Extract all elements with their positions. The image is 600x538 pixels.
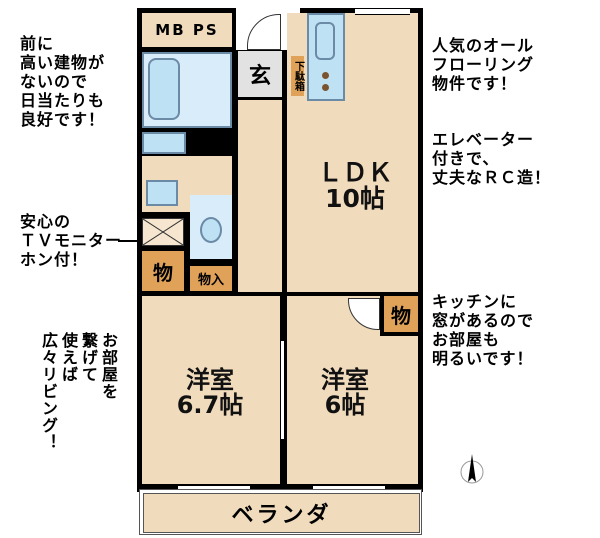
stove-burner-icon xyxy=(322,84,329,91)
toilet-icon xyxy=(200,217,222,243)
veranda: ベランダ xyxy=(139,489,422,535)
kitchen-window xyxy=(355,8,410,15)
storage-left: 物 xyxy=(142,251,184,291)
mbps-room: MB PS xyxy=(142,13,232,47)
veranda-label: ベランダ xyxy=(143,493,420,533)
cross-icon xyxy=(142,218,184,246)
hallway xyxy=(238,100,282,292)
bedroom-6-label: 洋室 6帖 xyxy=(321,366,369,420)
ldk-label: ＬＤＫ 10帖 xyxy=(317,158,393,214)
storage-x-box xyxy=(142,218,184,246)
vertical-note-col1: お部屋を xyxy=(99,332,118,400)
bathtub-icon xyxy=(148,58,180,120)
storage-right: 物 xyxy=(380,296,418,336)
note-flooring: 人気のオール フローリング 物件です！ xyxy=(432,36,535,93)
note-intercom: 安心の ＴＶモニター ホン付！ xyxy=(20,212,123,269)
note-sunlight: 前に 高い建物が ないので 日当たりも 良好です！ xyxy=(20,34,106,129)
closet: 物入 xyxy=(190,266,232,291)
stove-burner-icon xyxy=(322,72,329,79)
vertical-note-col3: 使えば xyxy=(59,332,78,383)
genkan: 玄 xyxy=(238,51,282,97)
bedroom-6-7-label: 洋室 6.7帖 xyxy=(176,366,244,420)
shoe-box: 下駄箱 xyxy=(291,56,304,96)
note-kitchen: キッチンに 窓があるので お部屋も 明るいです！ xyxy=(432,292,535,368)
wash-basin xyxy=(142,132,186,154)
washing-machine-icon xyxy=(146,180,178,206)
leader-line xyxy=(118,240,140,242)
sink-icon xyxy=(315,22,335,60)
note-elevator: エレベーター 付きで、 丈夫なＲＣ造！ xyxy=(432,130,552,187)
sliding-door xyxy=(280,340,285,440)
bedroom-6-7 xyxy=(142,296,280,484)
vertical-note-col4: 広々リビング！ xyxy=(39,332,58,451)
vertical-note-col2: 繋げて xyxy=(79,332,98,383)
north-arrow-icon xyxy=(460,454,484,484)
